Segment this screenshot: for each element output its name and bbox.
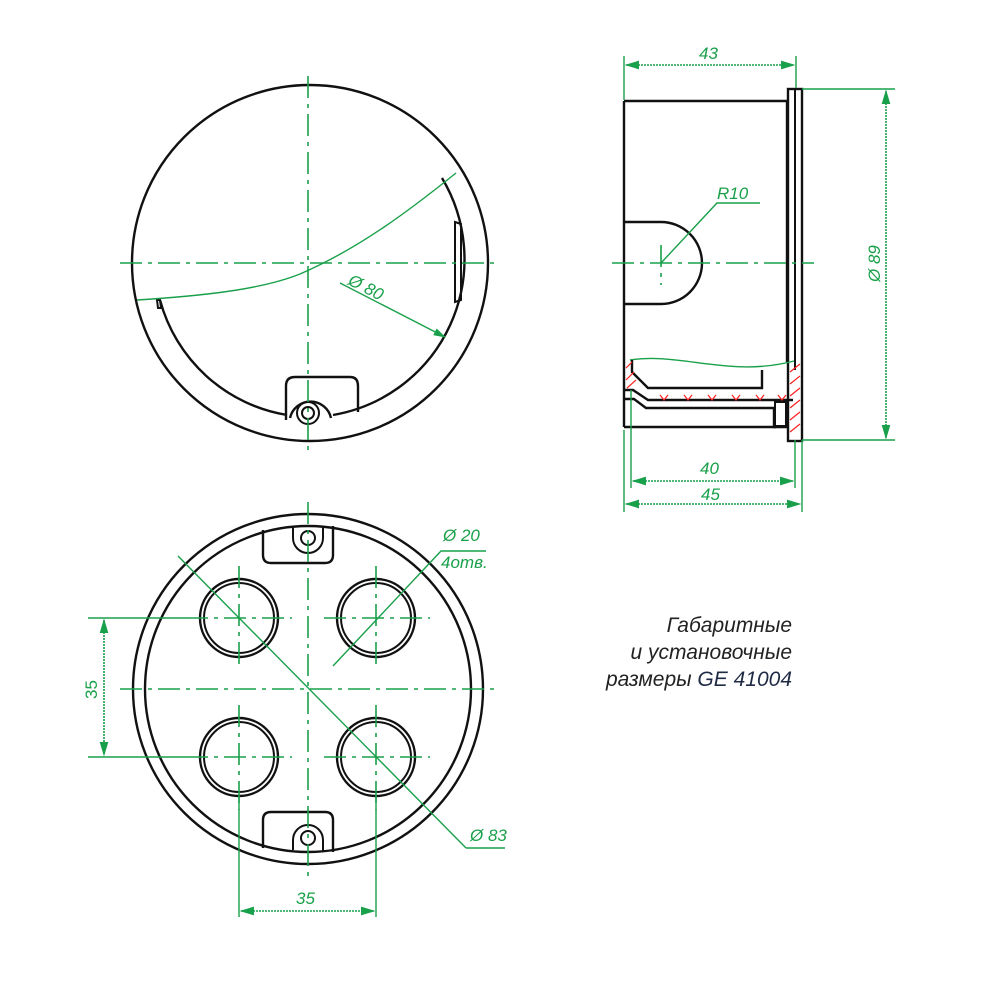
diameter-20-leader bbox=[332, 550, 486, 667]
diameter-83-label: Ø 83 bbox=[469, 826, 507, 845]
dim-35v-label: 35 bbox=[82, 680, 101, 699]
diameter-20-label: Ø 20 bbox=[442, 526, 480, 545]
top-view-boss-frame bbox=[284, 375, 360, 420]
hole-count-label: 4отв. bbox=[441, 553, 488, 572]
top-view-inner-rim-right bbox=[332, 177, 466, 417]
top-view-inner-rim-left bbox=[158, 299, 288, 417]
caption-line-2: и установочные bbox=[630, 641, 792, 664]
diameter-80-leader bbox=[339, 282, 447, 338]
section-cut-line bbox=[136, 172, 457, 301]
top-view: Ø 80 bbox=[120, 76, 498, 452]
diameter-83-leader bbox=[177, 555, 467, 849]
dim-43-label: 43 bbox=[699, 44, 718, 63]
dim-35h-label: 35 bbox=[296, 889, 315, 908]
top-view-tab bbox=[155, 299, 163, 309]
side-view-section-bottom bbox=[624, 397, 788, 429]
top-view-boss-arc bbox=[288, 400, 333, 419]
drawing-caption: Габаритные и установочные размеры GE 410… bbox=[606, 612, 792, 693]
bottom-view: Ø 83 Ø 20 4отв. 35 35 bbox=[82, 502, 507, 917]
caption-line-3: размеры GE 41004 bbox=[606, 666, 792, 693]
side-view-section-top bbox=[624, 388, 793, 402]
section-hatching bbox=[625, 361, 801, 433]
side-view-section-rib bbox=[630, 360, 764, 390]
dim-40-label: 40 bbox=[700, 459, 719, 478]
side-view-body-top bbox=[624, 99, 789, 362]
side-view-clip bbox=[774, 401, 787, 427]
model-number: GE 41004 bbox=[697, 668, 792, 691]
caption-line-1: Габаритные bbox=[666, 614, 792, 637]
diameter-80-label: Ø 80 bbox=[344, 270, 387, 304]
dim-89-label: Ø 89 bbox=[865, 245, 884, 283]
side-view-break-line bbox=[629, 357, 795, 368]
radius-10-leader bbox=[660, 202, 760, 264]
dim-45-label: 45 bbox=[701, 485, 720, 504]
top-view-slot bbox=[454, 220, 462, 304]
bottom-view-top-boss bbox=[261, 526, 335, 565]
bottom-view-bottom-boss bbox=[261, 810, 335, 852]
side-view: R10 43 Ø 89 40 45 bbox=[612, 44, 895, 512]
radius-10-label: R10 bbox=[717, 184, 749, 203]
caption-line-3-prefix: размеры bbox=[605, 668, 698, 691]
